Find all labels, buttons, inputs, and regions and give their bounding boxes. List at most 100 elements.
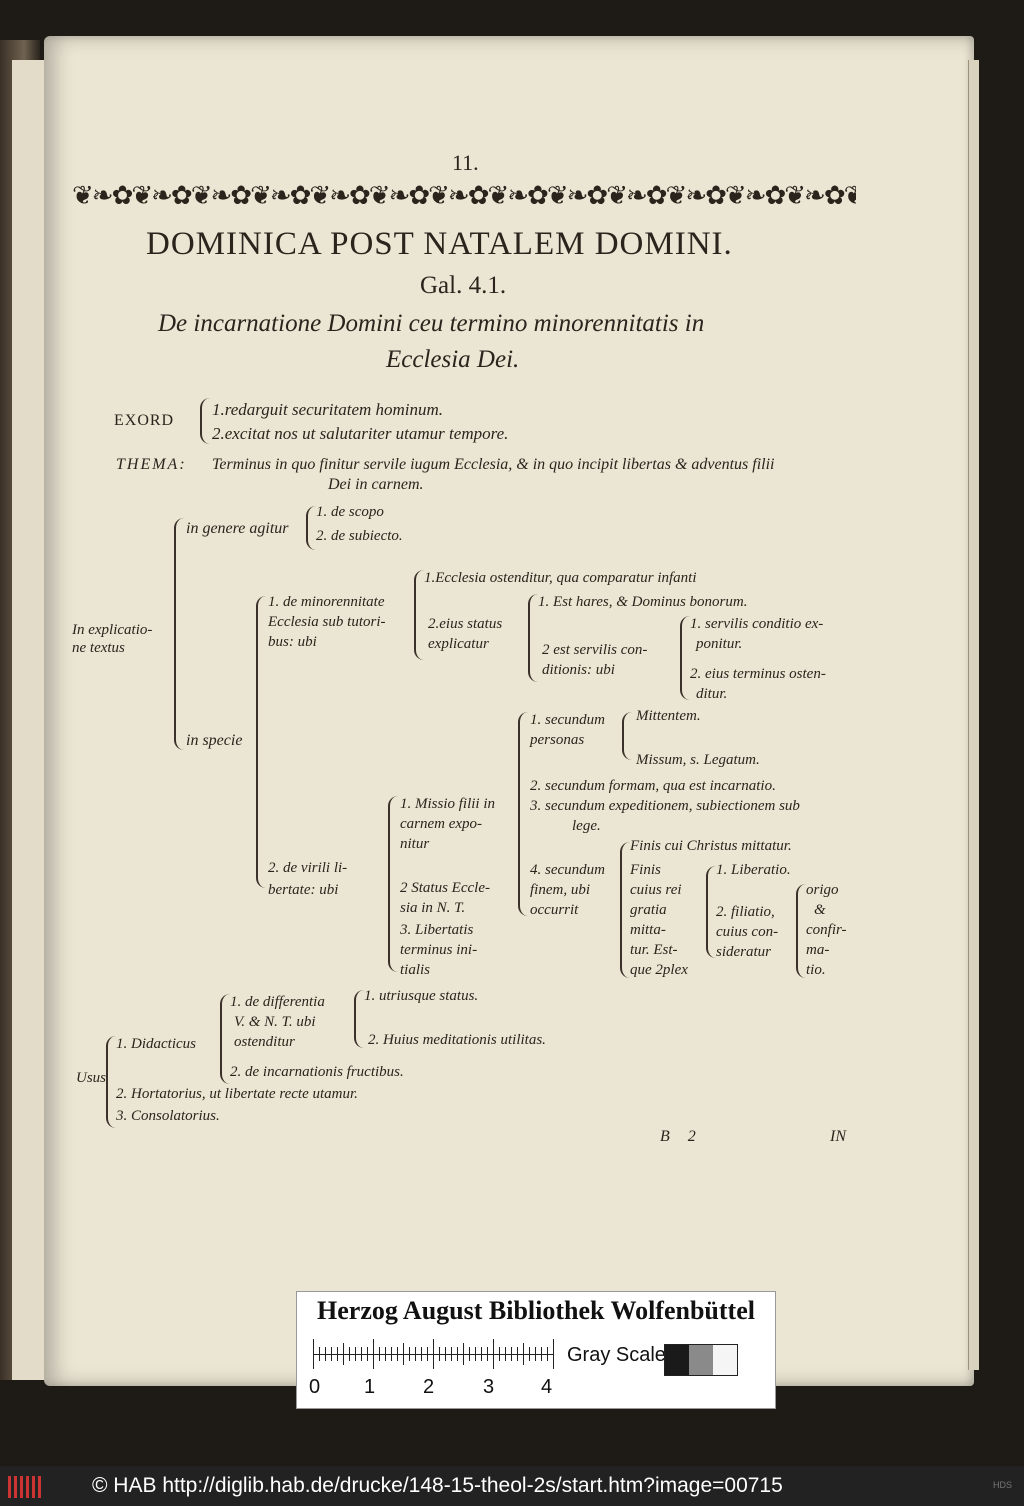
servilis-conditio-1: 1. servilis conditio ex- [690,616,824,632]
huius-utilitas: 2. Huius meditationis utilitas. [368,1032,546,1048]
ruler-tick [331,1347,332,1361]
thema-label: THEMA: [116,456,187,473]
ruler-tick [487,1347,488,1361]
filiatio-brace [796,884,806,978]
ruler-tick [373,1339,374,1369]
secundum-personas-1: 1. secundum [530,712,605,728]
minorennitate-1: 1. de minorennitate [268,594,385,610]
finis-line-3: gratia [630,902,667,918]
finem-brace [620,842,630,978]
liberatio: 1. Liberatio. [716,862,791,878]
ruler-tick [475,1347,476,1361]
ruler-tick [499,1347,500,1361]
ruler-tick [553,1339,554,1369]
ruler-tick [433,1339,434,1369]
ruler-tick [361,1347,362,1361]
in-genere-2: 2. de subiecto. [316,528,403,544]
hortatorius: 2. Hortatorius, ut libertate recte utamu… [116,1086,358,1102]
ruler-tick [313,1339,314,1369]
footer-mark: HDS [992,1480,1012,1490]
missio-3: nitur [400,836,430,852]
differentia-2: V. & N. T. ubi [234,1014,316,1030]
gray-scale-label: Gray Scale [567,1344,666,1366]
gray-scale-swatches [664,1344,738,1376]
swatch-mid [689,1345,713,1375]
minorennitate-brace [414,570,424,660]
ruler-tick [535,1347,536,1361]
libertatis-2: terminus ini- [400,942,478,958]
filiatio-2: cuius con- [716,924,779,940]
terminus-2: ditur. [696,686,728,702]
secundum-expeditionem-2: lege. [572,818,601,834]
in-genere-1: 1. de scopo [316,504,384,520]
ruler-tick [517,1347,518,1361]
didacticus-brace [220,994,230,1084]
mittentem: Mittentem. [636,708,701,724]
finis-line-4: mitta- [630,922,666,938]
explicatio-label-2: ne textus [72,640,125,656]
ruler-tick [397,1347,398,1361]
ruler-tick [385,1347,386,1361]
finis-line-6: que 2plex [630,962,688,978]
swatch-dark [665,1345,689,1375]
finis-cuius: Finis [630,862,661,878]
ruler-tick [529,1347,530,1361]
servilis-1: 2 est servilis con- [542,642,648,658]
ruler-tick [511,1347,512,1361]
sermon-heading-line1: De incarnatione Domini ceu termino minor… [158,310,705,337]
ruler-tick [379,1347,380,1361]
in-genere: in genere agitur [186,520,289,537]
ruler-tick [409,1347,410,1361]
personas-brace [622,712,632,760]
thema-line-2: Dei in carnem. [328,476,424,493]
scale-ruler [313,1338,554,1372]
in-specie: in specie [186,732,243,749]
exordium-label: EXORD [114,412,175,429]
ruler-tick [349,1347,350,1361]
ruler-number-2: 2 [423,1376,435,1398]
secundum-finem-3: occurrit [530,902,579,918]
sermon-heading-line2: Ecclesia Dei. [386,346,520,373]
missio-1: 1. Missio filii in [400,796,496,812]
origo-5: tio. [806,962,826,978]
ruler-tick [439,1347,440,1361]
eius-status-brace [528,594,538,682]
ruler-tick [415,1347,416,1361]
missio-brace [518,712,528,916]
eius-status-2: explicatur [428,636,489,652]
ruler-number-4: 4 [541,1376,553,1398]
signature-mark: B 2 [660,1128,696,1145]
ruler-tick [457,1347,458,1361]
ruler-tick [355,1347,356,1361]
virili-2: bertate: ubi [268,882,339,898]
ruler-number-0: 0 [309,1376,321,1398]
exordium-item-1: 1.redarguit securitatem hominum. [212,400,444,419]
hab-logo-icon [8,1476,44,1498]
didacticus: 1. Didacticus [116,1036,196,1052]
page-number: 11. [452,150,479,175]
page-fore-edge [968,60,979,1370]
ruler-tick [547,1347,548,1361]
swatch-light [713,1345,737,1375]
minorennitate-2: Ecclesia sub tutori- [268,614,386,630]
finis-line-2: cuius rei [630,882,682,898]
ruler-tick [523,1343,524,1365]
exordium-brace [200,398,210,444]
secundum-expeditionem-1: 3. secundum expeditionem, subiectionem s… [530,798,800,814]
eius-status-1: 2.eius status [428,616,503,632]
secundum-formam: 2. secundum formam, qua est incarnatio. [530,778,776,794]
origo-4: ma- [806,942,830,958]
filiatio-3: sideratur [716,944,772,960]
ruler-tick [391,1347,392,1361]
copyright-url[interactable]: © HAB http://diglib.hab.de/drucke/148-15… [92,1474,783,1497]
in-genere-brace [306,506,316,550]
explicatio-label-1: In explicatio- [72,622,153,638]
heres: 1. Est hares, & Dominus bonorum. [538,594,748,610]
utriusque-status: 1. utriusque status. [364,988,479,1004]
virili-brace [388,796,398,972]
ruler-tick [451,1347,452,1361]
ruler-tick [493,1339,494,1369]
fructibus: 2. de incarnationis fructibus. [230,1064,404,1080]
servilis-brace [680,616,690,700]
